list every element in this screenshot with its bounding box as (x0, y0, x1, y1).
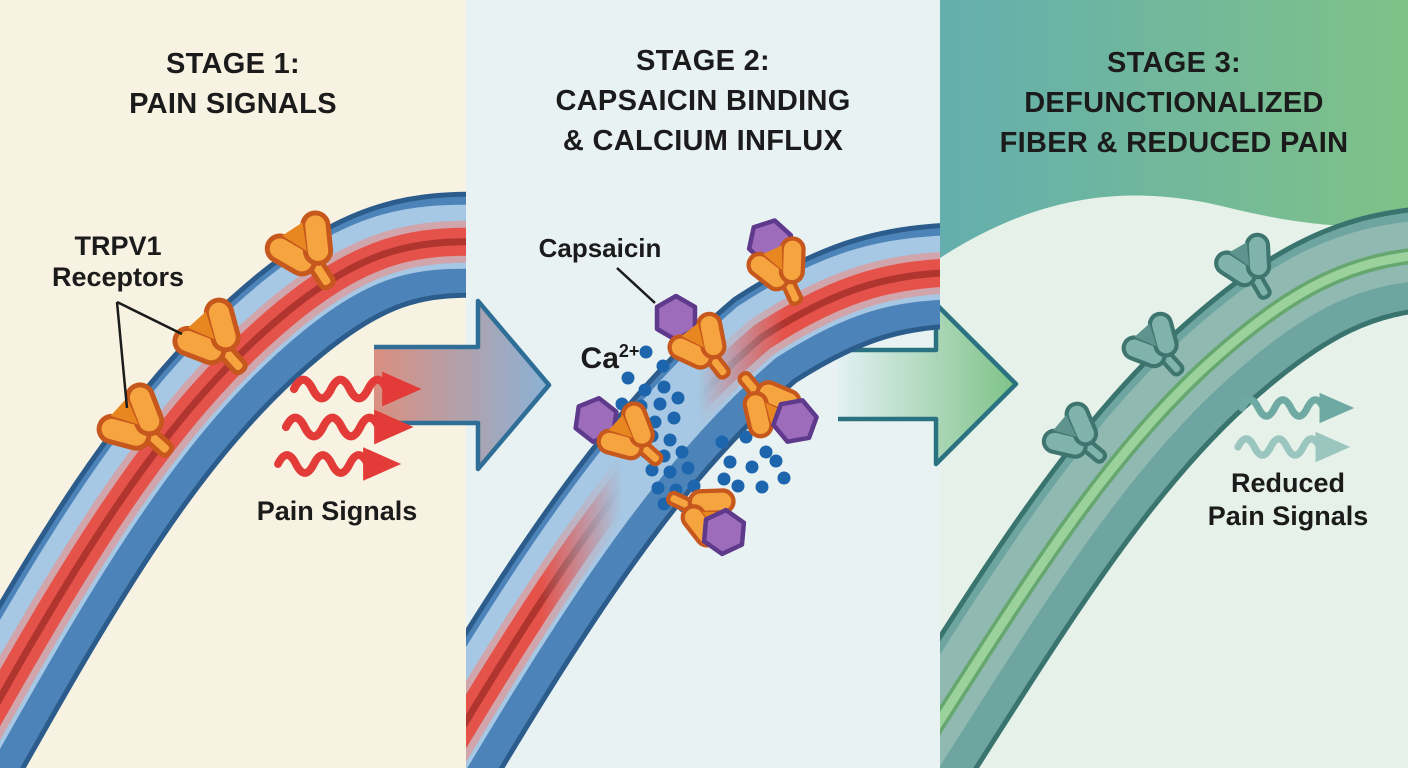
nerve-fiber-stage-3 (940, 207, 1408, 768)
pain-signals-label: Pain Signals (256, 496, 418, 526)
title-line: FIBER & REDUCED PAIN (999, 127, 1349, 159)
trpv1-receptors-label: TRPV1 Receptors (20, 231, 216, 293)
reduced-pain-signals-label: Reduced Pain Signals (1164, 467, 1408, 533)
calcium-label: Ca2+ (546, 336, 674, 374)
calcium-symbol: Ca (580, 342, 619, 375)
nerve-fiber-stage-1 (0, 191, 466, 768)
title-line: STAGE 2: (636, 45, 770, 77)
title-line: PAIN SIGNALS (129, 88, 337, 120)
calcium-charge: 2+ (618, 341, 640, 361)
title-line: & CALCIUM INFLUX (562, 125, 844, 157)
nerve-fiber-stage-2 (466, 223, 940, 768)
capsaicin-label: Capsaicin (538, 233, 662, 263)
label-line: Pain Signals (1207, 501, 1369, 531)
label-line: Reduced (1230, 468, 1346, 498)
stage-1-title: STAGE 1: PAIN SIGNALS (0, 44, 466, 124)
title-line: STAGE 3: (1107, 47, 1241, 79)
label-line: TRPV1 (74, 231, 162, 261)
title-line: DEFUNCTIONALIZED (1024, 87, 1324, 119)
stage-3-title: STAGE 3: DEFUNCTIONALIZED FIBER & REDUCE… (940, 43, 1408, 163)
label-pointer-lines (115, 267, 656, 409)
transition-arrow-stage2-to-stage3 (838, 301, 1019, 467)
transition-arrow-stage1-to-stage2 (374, 298, 552, 472)
title-line: CAPSAICIN BINDING (555, 85, 851, 117)
label-line: Receptors (51, 262, 185, 292)
stage-2-title: STAGE 2: CAPSAICIN BINDING & CALCIUM INF… (466, 41, 940, 161)
title-line: STAGE 1: (166, 48, 300, 80)
